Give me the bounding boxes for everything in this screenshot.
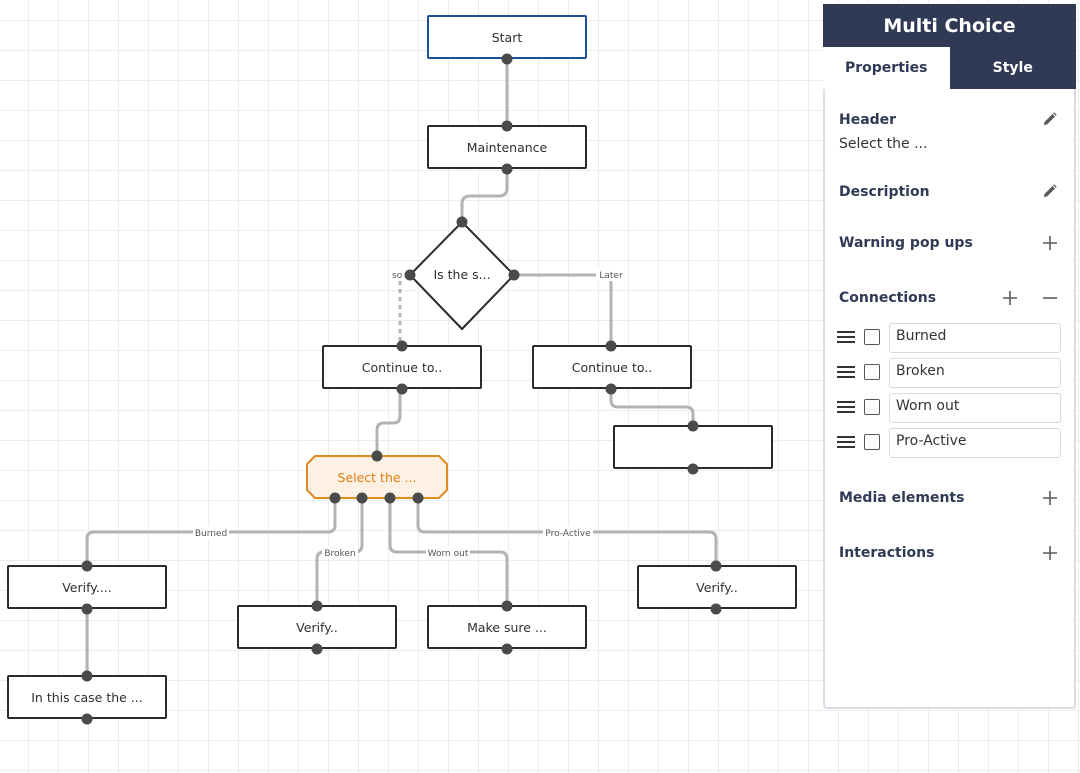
edge-continue-select[interactable] <box>375 389 402 456</box>
connection-input[interactable]: Pro-Active <box>889 428 1061 458</box>
drag-handle-icon[interactable] <box>837 401 855 415</box>
node-continue-right[interactable]: Continue to.. <box>532 345 692 389</box>
node-continue-left-label: Continue to.. <box>361 359 443 375</box>
connection-checkbox[interactable] <box>864 329 880 345</box>
node-select[interactable]: Select the ... <box>308 457 446 497</box>
interactions-section: Interactions <box>839 545 1060 561</box>
connection-row: Pro-Active <box>837 428 1061 458</box>
port[interactable] <box>412 492 424 504</box>
port[interactable] <box>605 340 617 352</box>
edge-label-burned: Burned <box>195 529 227 539</box>
port[interactable] <box>81 603 93 615</box>
port[interactable] <box>81 560 93 572</box>
port[interactable] <box>329 492 341 504</box>
port[interactable] <box>81 670 93 682</box>
connections-label: Connections <box>839 290 937 306</box>
header-label: Header <box>839 112 897 128</box>
edge-continue-empty[interactable] <box>609 389 695 426</box>
node-select-label: Select the ... <box>337 469 417 485</box>
port[interactable] <box>356 492 368 504</box>
node-make-sure-label: Make sure ... <box>467 619 547 635</box>
port[interactable] <box>501 120 513 132</box>
decision-node[interactable] <box>408 220 516 331</box>
port[interactable] <box>501 53 513 65</box>
port[interactable] <box>404 269 416 281</box>
edge-label-so: so <box>392 271 403 281</box>
interactions-label: Interactions <box>839 545 935 561</box>
node-verify-proactive-label: Verify.. <box>696 579 738 595</box>
decision-label: Is the s... <box>433 267 490 282</box>
port[interactable] <box>384 492 396 504</box>
panel-title: Multi Choice <box>823 4 1076 47</box>
connection-row: Burned <box>837 323 1061 353</box>
port[interactable] <box>501 600 513 612</box>
warning-label: Warning pop ups <box>839 235 973 251</box>
port[interactable] <box>501 643 513 655</box>
port[interactable] <box>508 269 520 281</box>
connection-row: Broken <box>837 358 1061 388</box>
connection-input[interactable]: Burned <box>889 323 1061 353</box>
connection-checkbox[interactable] <box>864 399 880 415</box>
port[interactable] <box>501 163 513 175</box>
media-section: Media elements <box>839 490 1060 506</box>
edit-header-icon[interactable] <box>1040 109 1060 129</box>
edge-label-pro-active: Pro-Active <box>545 529 591 539</box>
node-in-this-case-label: In this case the ... <box>31 689 143 705</box>
node-verify-burned-label: Verify.... <box>62 579 112 595</box>
header-section: Header Select the ... <box>839 112 1060 152</box>
port[interactable] <box>311 643 323 655</box>
tab-style[interactable]: Style <box>949 47 1076 89</box>
description-label: Description <box>839 184 930 200</box>
connection-input[interactable]: Broken <box>889 358 1061 388</box>
node-start-label: Start <box>491 29 523 45</box>
port[interactable] <box>456 216 468 228</box>
edge-label-later: Later <box>599 271 623 281</box>
port[interactable] <box>687 463 699 475</box>
node-in-this-case[interactable]: In this case the ... <box>7 675 167 719</box>
port[interactable] <box>81 713 93 725</box>
port[interactable] <box>396 383 408 395</box>
port[interactable] <box>396 340 408 352</box>
edge-maintenance-decision[interactable] <box>460 169 509 222</box>
port[interactable] <box>687 420 699 432</box>
panel-tabs: Properties Style <box>823 47 1076 89</box>
edge-label-broken: Broken <box>324 549 355 559</box>
node-continue-right-label: Continue to.. <box>571 359 653 375</box>
connection-row: Worn out <box>837 393 1061 423</box>
node-maintenance-label: Maintenance <box>466 139 548 155</box>
port[interactable] <box>371 450 383 462</box>
edge-label-worn-out: Worn out <box>428 549 469 559</box>
connections-section: Connections <box>839 290 1060 306</box>
media-label: Media elements <box>839 490 965 506</box>
add-warning-icon[interactable] <box>1040 233 1060 253</box>
edit-description-icon[interactable] <box>1040 181 1060 201</box>
add-connection-icon[interactable] <box>1000 288 1020 308</box>
tab-properties[interactable]: Properties <box>823 47 950 89</box>
connection-input[interactable]: Worn out <box>889 393 1061 423</box>
node-verify-broken-label: Verify.. <box>296 619 338 635</box>
node-continue-left[interactable]: Continue to.. <box>322 345 482 389</box>
add-media-icon[interactable] <box>1040 488 1060 508</box>
port[interactable] <box>710 560 722 572</box>
header-value: Select the ... <box>839 136 928 152</box>
drag-handle-icon[interactable] <box>837 366 855 380</box>
connection-checkbox[interactable] <box>864 434 880 450</box>
connection-checkbox[interactable] <box>864 364 880 380</box>
port[interactable] <box>605 383 617 395</box>
drag-handle-icon[interactable] <box>837 436 855 450</box>
port[interactable] <box>311 600 323 612</box>
properties-panel: Multi Choice Properties Style Header Sel… <box>823 4 1076 709</box>
port[interactable] <box>710 603 722 615</box>
drag-handle-icon[interactable] <box>837 331 855 345</box>
add-interaction-icon[interactable] <box>1040 543 1060 563</box>
warning-section: Warning pop ups <box>839 235 1060 251</box>
remove-connection-icon[interactable] <box>1040 288 1060 308</box>
description-section: Description <box>839 184 1060 200</box>
